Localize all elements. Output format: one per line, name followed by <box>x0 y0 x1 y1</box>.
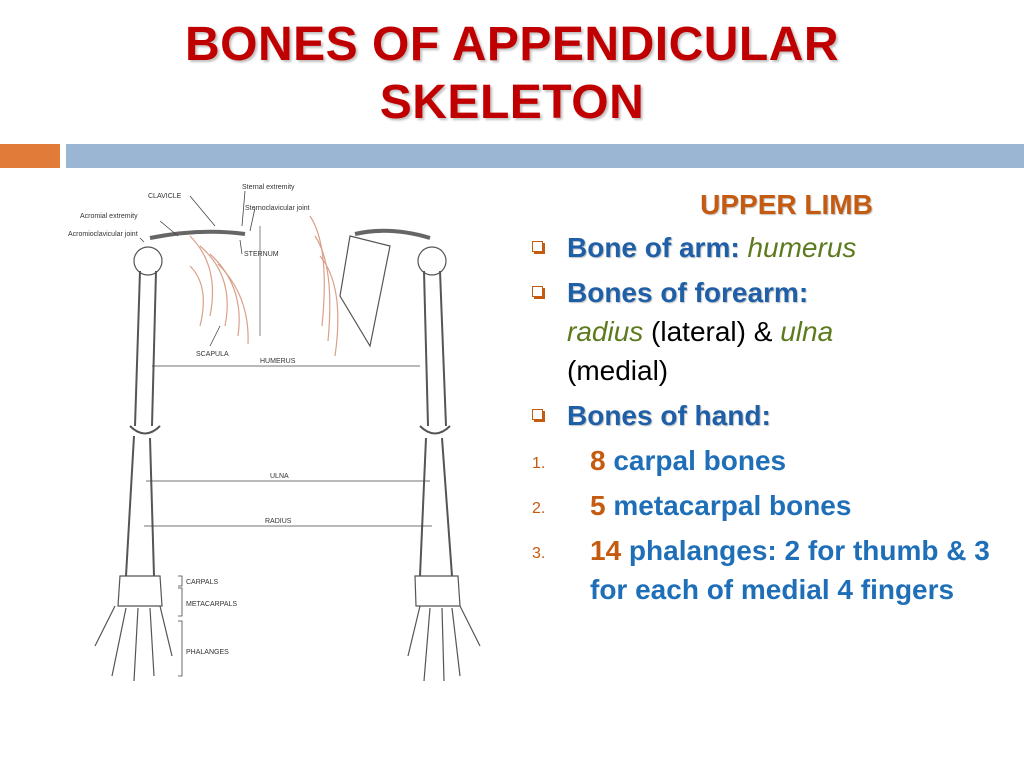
numbered-item-metacarpal: 2. 5 metacarpal bones <box>520 486 1015 525</box>
label-phalanges: PHALANGES <box>186 649 229 656</box>
item-text: phalanges: 2 for thumb & 3 for each of m… <box>590 535 990 605</box>
numbered-item-carpal: 1. 8 carpal bones <box>520 441 1015 480</box>
accent-bar-blue <box>66 144 1024 168</box>
label-radius: RADIUS <box>265 518 292 525</box>
count: 8 <box>590 445 606 476</box>
text-lateral: (lateral) & <box>643 316 781 347</box>
upper-limb-skeleton-illustration: CLAVICLE Sternal extremity Acromial extr… <box>68 184 481 682</box>
label-sternoclavicular-joint: Sternoclavicular joint <box>245 205 310 212</box>
label-carpals: CARPALS <box>186 579 218 586</box>
square-bullet-icon <box>532 409 543 420</box>
label-metacarpals: METACARPALS <box>186 601 237 608</box>
label-scapula: SCAPULA <box>196 351 229 358</box>
item-text: metacarpal bones <box>605 490 852 521</box>
slide-title: BONES OF APPENDICULAR SKELETON <box>0 16 1024 132</box>
label-ulna: ULNA <box>270 473 289 480</box>
item-text: carpal bones <box>605 445 787 476</box>
content-panel: UPPER LIMB Bone of arm: humerus Bones of… <box>520 185 1015 615</box>
list-marker: 2. <box>532 500 546 517</box>
bullet-label: Bone of arm: <box>567 232 740 263</box>
list-marker: 3. <box>532 545 546 562</box>
list-marker: 1. <box>532 455 546 472</box>
title-line-2: SKELETON <box>379 76 645 129</box>
count: 5 <box>590 490 606 521</box>
term-ulna: ulna <box>780 316 834 347</box>
label-acromioclavicular-joint: Acromioclavicular joint <box>68 231 138 238</box>
square-bullet-icon <box>532 241 543 252</box>
bullet-bones-of-hand: Bones of hand: <box>520 396 1015 435</box>
square-bullet-icon <box>532 286 543 297</box>
label-sternum: STERNUM <box>244 251 279 258</box>
numbered-item-phalanges: 3. 14 phalanges: 2 for thumb & 3 for eac… <box>520 531 1015 609</box>
label-sternal-extremity: Sternal extremity <box>242 184 295 191</box>
label-humerus: HUMERUS <box>260 358 296 365</box>
bullet-label: Bones of hand: <box>567 400 771 431</box>
bullet-bones-of-forearm: Bones of forearm: radius (lateral) & uln… <box>520 273 1015 390</box>
title-line-1: BONES OF APPENDICULAR <box>184 18 840 71</box>
term-radius: radius <box>567 316 644 347</box>
term-humerus: humerus <box>739 232 857 263</box>
section-heading: UPPER LIMB <box>700 189 873 220</box>
label-clavicle: CLAVICLE <box>148 193 182 200</box>
accent-bar-orange <box>0 144 60 168</box>
text-medial: (medial) <box>567 355 669 386</box>
count: 14 <box>590 535 622 566</box>
bullet-bone-of-arm: Bone of arm: humerus <box>520 228 1015 267</box>
bullet-label: Bones of forearm: <box>567 277 809 308</box>
label-acromial-extremity: Acromial extremity <box>80 213 138 220</box>
